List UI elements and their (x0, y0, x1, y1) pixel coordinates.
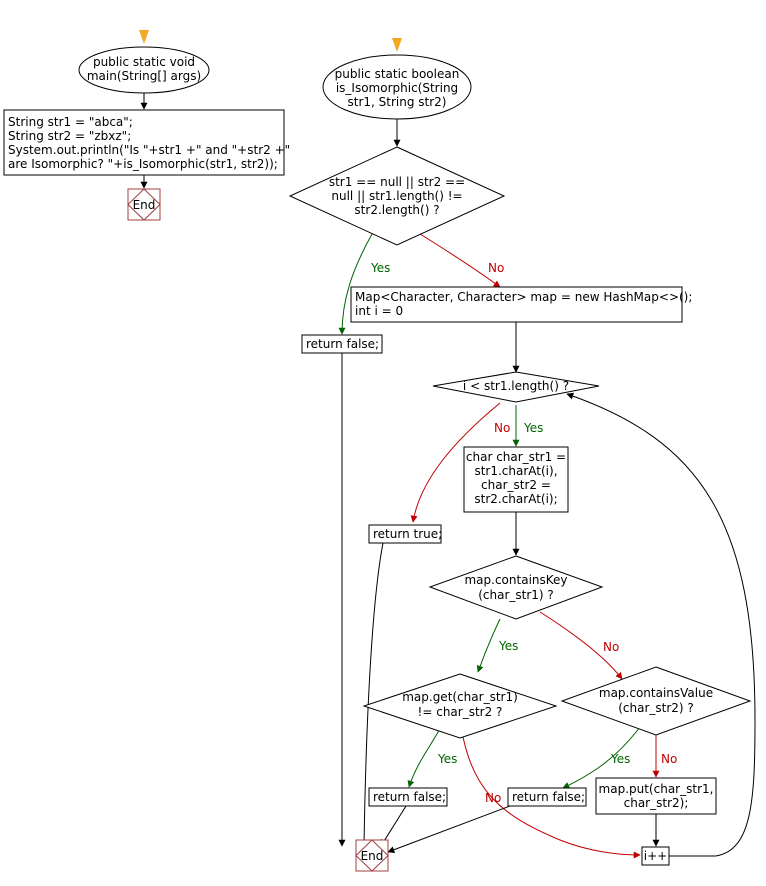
contains-value-line-2: (char_str2) ? (618, 701, 694, 715)
return-false-3-node: return false; (507, 787, 587, 807)
null-check-line-2: null || str1.length() != (331, 189, 462, 203)
loop-condition-decision: i < str1.length() ? (432, 371, 600, 403)
label-get-check-yes: Yes (437, 752, 457, 766)
main-body-line-4: are Isomorphic? "+is_Isomorphic(str1, st… (8, 157, 278, 171)
put-line-2: char_str2); (624, 796, 689, 810)
put-line-1: map.put(char_str1, (599, 782, 714, 796)
contains-key-line-1: map.containsKey (464, 573, 567, 587)
start-marker-icon (392, 38, 402, 52)
main-body-line-2: String str2 = "zbxz"; (8, 129, 131, 143)
get-chars-line-1: char char_str1 = (466, 450, 566, 464)
label-loop-no: No (494, 421, 510, 435)
init-node: Map<Character, Character> map = new Hash… (350, 286, 692, 323)
put-node: map.put(char_str1, char_str2); (595, 777, 717, 815)
edge-contains-key-no (539, 611, 623, 680)
contains-key-line-2: (char_str1) ? (478, 588, 554, 602)
edge-get-check-no (459, 719, 641, 859)
return-false-2-label: return false; (373, 790, 446, 804)
get-check-line-2: != char_str2 ? (418, 705, 503, 719)
increment-node: i++ (641, 846, 670, 866)
iso-start-line-1: public static boolean (335, 67, 460, 81)
iso-end-node: End (355, 839, 389, 872)
return-false-2-node: return false; (368, 787, 448, 807)
main-start-line-1: public static void (93, 55, 195, 69)
edge-return-false-2-to-end (380, 805, 407, 847)
edge-return-true-to-end (360, 542, 384, 847)
get-chars-line-3: char_str2 = (481, 478, 551, 492)
main-body-line-3: System.out.println("Is "+str1 +" and "+s… (8, 143, 290, 157)
null-check-line-3: str2.length() ? (354, 203, 439, 217)
contains-key-decision: map.containsKey (char_str1) ? (428, 555, 604, 620)
init-line-1: Map<Character, Character> map = new Hash… (355, 290, 692, 304)
label-contains-value-no: No (661, 752, 677, 766)
get-check-decision: map.get(char_str1) != char_str2 ? (362, 673, 558, 739)
contains-value-decision: map.containsValue (char_str2) ? (560, 666, 752, 736)
init-line-2: int i = 0 (355, 304, 403, 318)
edge-check-yes (338, 233, 373, 335)
get-check-line-1: map.get(char_str1) (402, 690, 518, 704)
null-check-line-1: str1 == null || str2 == (329, 175, 465, 189)
iso-start-line-2: is_Isomorphic(String (336, 81, 458, 95)
label-check-yes: Yes (370, 261, 390, 275)
null-check-decision: str1 == null || str2 == null || str1.len… (288, 146, 506, 246)
edge-check-no (419, 233, 501, 288)
edge-increment-loop-back (566, 392, 756, 857)
return-false-3-label: return false; (512, 790, 585, 804)
edge-return-false-3-to-end (387, 805, 511, 854)
get-chars-line-4: str2.charAt(i); (474, 492, 557, 506)
get-chars-line-2: str1.charAt(i), (474, 464, 557, 478)
main-body-node: String str1 = "abca"; String str2 = "zbx… (3, 109, 290, 176)
iso-start-line-3: str1, String str2) (348, 95, 447, 109)
get-chars-node: char char_str1 = str1.charAt(i), char_st… (463, 446, 569, 513)
main-start-line-2: main(String[] args) (87, 69, 201, 83)
label-check-no: No (488, 261, 504, 275)
increment-label: i++ (644, 849, 667, 863)
main-end-node: End (127, 188, 161, 221)
iso-start-node: public static boolean is_Isomorphic(Stri… (322, 54, 472, 120)
contains-value-line-1: map.containsValue (599, 686, 713, 700)
loop-condition-label: i < str1.length() ? (463, 379, 569, 393)
return-true-label: return true; (373, 527, 442, 541)
edge-loop-no (410, 402, 501, 523)
edge-contains-value-yes (562, 726, 641, 789)
return-false-1-label: return false; (306, 337, 379, 351)
label-get-check-no: No (485, 791, 501, 805)
main-end-label: End (133, 198, 156, 212)
return-false-1-node: return false; (301, 334, 383, 354)
edge-contains-key-yes (476, 618, 501, 673)
label-contains-key-yes: Yes (498, 639, 518, 653)
main-body-line-1: String str1 = "abca"; (8, 115, 133, 129)
start-marker-icon (139, 30, 149, 44)
edge-get-check-yes (407, 726, 442, 788)
main-start-node: public static void main(String[] args) (78, 46, 210, 94)
iso-end-label: End (361, 849, 384, 863)
label-contains-key-no: No (603, 640, 619, 654)
return-true-node: return true; (368, 524, 442, 544)
label-contains-value-yes: Yes (610, 752, 630, 766)
label-loop-yes: Yes (523, 421, 543, 435)
